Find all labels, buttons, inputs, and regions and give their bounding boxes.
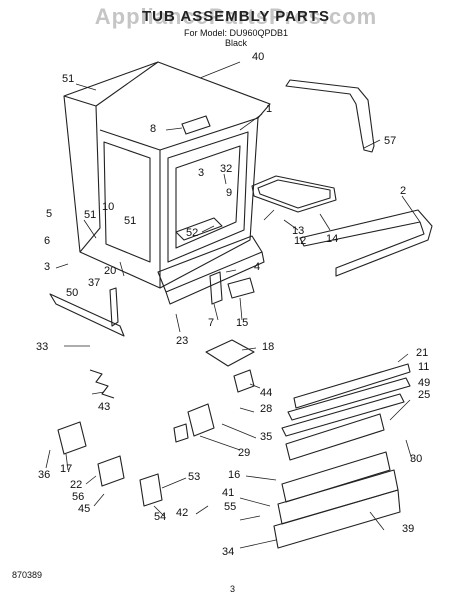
callout-22: 22	[70, 479, 82, 491]
callout-57: 57	[384, 135, 396, 147]
callout-50: 50	[66, 287, 78, 299]
callout-3: 3	[198, 167, 204, 179]
gasket-10	[299, 209, 433, 277]
hose-15	[209, 271, 223, 305]
gasket-13	[251, 175, 337, 213]
panel-44	[287, 377, 411, 421]
callout-32: 32	[220, 163, 232, 175]
callout-39: 39	[402, 523, 414, 535]
callout-36: 36	[38, 469, 50, 481]
document-number: 870389	[12, 570, 43, 580]
callout-34: 34	[222, 546, 234, 558]
valve-29	[187, 403, 215, 437]
callout-11: 11	[418, 361, 429, 373]
callout-6: 6	[44, 235, 50, 247]
tub-side-wall	[103, 141, 151, 263]
callout-7: 7	[208, 317, 214, 329]
callout-21: 21	[416, 347, 428, 359]
bracket-49	[233, 369, 255, 393]
callout-43: 43	[98, 401, 110, 413]
callout-30: 30	[410, 453, 422, 465]
callout-15: 15	[236, 317, 248, 329]
spring-28	[89, 369, 115, 399]
color-line: Black	[224, 38, 247, 48]
callout-8: 8	[150, 123, 156, 135]
gasket-57	[285, 79, 375, 153]
bracket-8	[181, 115, 211, 135]
panel-21	[205, 339, 255, 367]
callout-5: 5	[46, 208, 52, 220]
callout-4: 4	[254, 261, 260, 273]
callout-35: 35	[260, 431, 272, 443]
diagram-title: TUB ASSEMBLY PARTS	[141, 8, 331, 25]
page-number: 3	[230, 584, 236, 594]
callout-14: 14	[326, 233, 338, 245]
door-panel-22	[281, 451, 391, 503]
callout-16: 16	[228, 469, 240, 481]
callout-3: 3	[44, 261, 50, 273]
hose-23	[227, 277, 255, 299]
callout-52: 52	[186, 227, 198, 239]
callout-54: 54	[154, 511, 166, 523]
hose-37	[109, 287, 119, 327]
callout-53: 53	[188, 471, 200, 483]
rail-4	[49, 293, 125, 337]
door-panel-45	[277, 469, 399, 525]
model-line: For Model: DU960QPDB1	[183, 28, 289, 38]
callout-45: 45	[78, 503, 90, 515]
callout-33: 33	[36, 341, 48, 353]
console-35	[285, 413, 385, 461]
panel-11	[293, 363, 411, 409]
callout-18: 18	[262, 341, 274, 353]
callout-13: 13	[292, 225, 304, 237]
callout-37: 37	[88, 277, 100, 289]
callout-41: 41	[222, 487, 234, 499]
callout-51: 51	[124, 215, 136, 227]
watermark: AppliancePartsPros.com	[94, 4, 378, 29]
filter-30	[173, 423, 189, 443]
callout-28: 28	[260, 403, 272, 415]
callout-25: 25	[418, 389, 430, 401]
door-panel-34	[273, 489, 401, 549]
callout-29: 29	[238, 447, 250, 459]
callout-2: 2	[400, 185, 406, 197]
callout-40: 40	[252, 51, 264, 63]
callout-42: 42	[176, 507, 188, 519]
callout-9: 9	[226, 187, 232, 199]
callout-55: 55	[224, 501, 236, 513]
spray-arm-52	[175, 217, 223, 241]
callout-51: 51	[62, 73, 74, 85]
callout-1: 1	[266, 103, 272, 115]
callout-51: 51	[84, 209, 96, 221]
callout-20: 20	[104, 265, 116, 277]
callout-56: 56	[72, 491, 84, 503]
bracket-42	[139, 473, 163, 507]
callout-10: 10	[102, 201, 114, 213]
tub-left-panel	[63, 95, 101, 253]
callout-12: 12	[294, 235, 306, 247]
clip-41	[97, 455, 125, 487]
callout-17: 17	[60, 463, 72, 475]
tub-opening	[167, 131, 249, 263]
callout-49: 49	[418, 377, 430, 389]
switch-16	[57, 421, 87, 455]
tub-body	[63, 61, 271, 289]
panel-43	[281, 393, 405, 437]
callout-44: 44	[260, 387, 272, 399]
callout-23: 23	[176, 335, 188, 347]
